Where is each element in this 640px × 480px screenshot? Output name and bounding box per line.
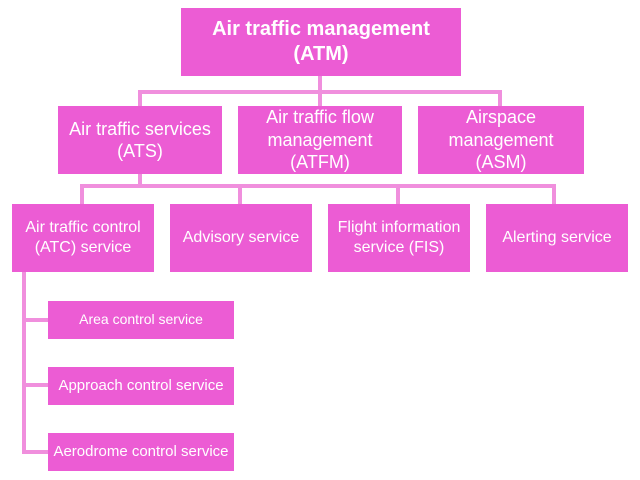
fis-box: Flight information service (FIS) <box>328 204 470 272</box>
connector-to-area <box>22 318 48 322</box>
atm-label: Air traffic management (ATM) <box>212 18 430 65</box>
connector-ats-down <box>138 174 142 186</box>
alerting-box: Alerting service <box>486 204 628 272</box>
approach-control-label: Approach control service <box>58 376 224 394</box>
connector-to-fis <box>396 184 400 204</box>
ats-box: Air traffic services (ATS) <box>58 106 222 174</box>
atc-box: Air traffic control (ATC) service <box>12 204 154 272</box>
atc-label: Air traffic control (ATC) service <box>25 219 141 256</box>
connector-to-ats <box>138 90 142 106</box>
connector-to-atc <box>80 184 84 204</box>
fis-label: Flight information service (FIS) <box>337 219 461 256</box>
atfm-label: Air traffic flow management (ATFM) <box>266 107 374 173</box>
aerodrome-control-box: Aerodrome control service <box>48 433 234 471</box>
atfm-box: Air traffic flow management (ATFM) <box>238 106 402 174</box>
approach-control-box: Approach control service <box>48 367 234 405</box>
connector-to-advisory <box>238 184 242 204</box>
atm-box: Air traffic management (ATM) <box>181 8 461 76</box>
connector-atc-spine <box>22 272 26 452</box>
connector-to-aerodrome <box>22 450 48 454</box>
connector-level2-bar <box>80 184 556 188</box>
asm-label: Airspace management (ASM) <box>448 107 554 173</box>
advisory-label: Advisory service <box>182 229 300 246</box>
alerting-label: Alerting service <box>502 229 612 246</box>
connector-to-atfm <box>318 90 322 106</box>
aerodrome-control-label: Aerodrome control service <box>53 442 229 460</box>
connector-to-approach <box>22 383 48 387</box>
connector-to-asm <box>498 90 502 106</box>
asm-box: Airspace management (ASM) <box>418 106 584 174</box>
area-control-box: Area control service <box>48 301 234 339</box>
advisory-box: Advisory service <box>170 204 312 272</box>
area-control-label: Area control service <box>79 311 203 328</box>
connector-to-alerting <box>552 184 556 204</box>
connector-root-down <box>318 76 322 92</box>
ats-label: Air traffic services (ATS) <box>69 118 211 162</box>
